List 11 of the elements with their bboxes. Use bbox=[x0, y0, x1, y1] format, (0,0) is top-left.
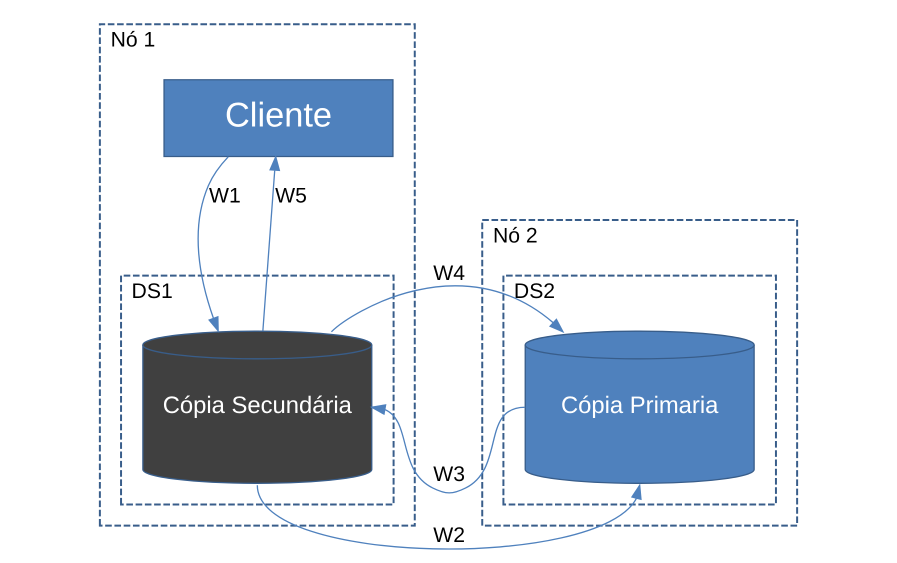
edge-label: W4 bbox=[433, 262, 466, 285]
edge-label: W1 bbox=[209, 184, 241, 208]
arrow bbox=[330, 285, 564, 334]
edge-label: W3 bbox=[433, 463, 466, 486]
arrow bbox=[256, 483, 642, 550]
edge-label: W2 bbox=[433, 524, 466, 547]
arrow bbox=[370, 404, 526, 494]
node-box: Cliente bbox=[163, 79, 394, 158]
edge-label: W5 bbox=[275, 184, 307, 208]
arrow bbox=[262, 154, 280, 331]
arrow bbox=[197, 156, 229, 333]
